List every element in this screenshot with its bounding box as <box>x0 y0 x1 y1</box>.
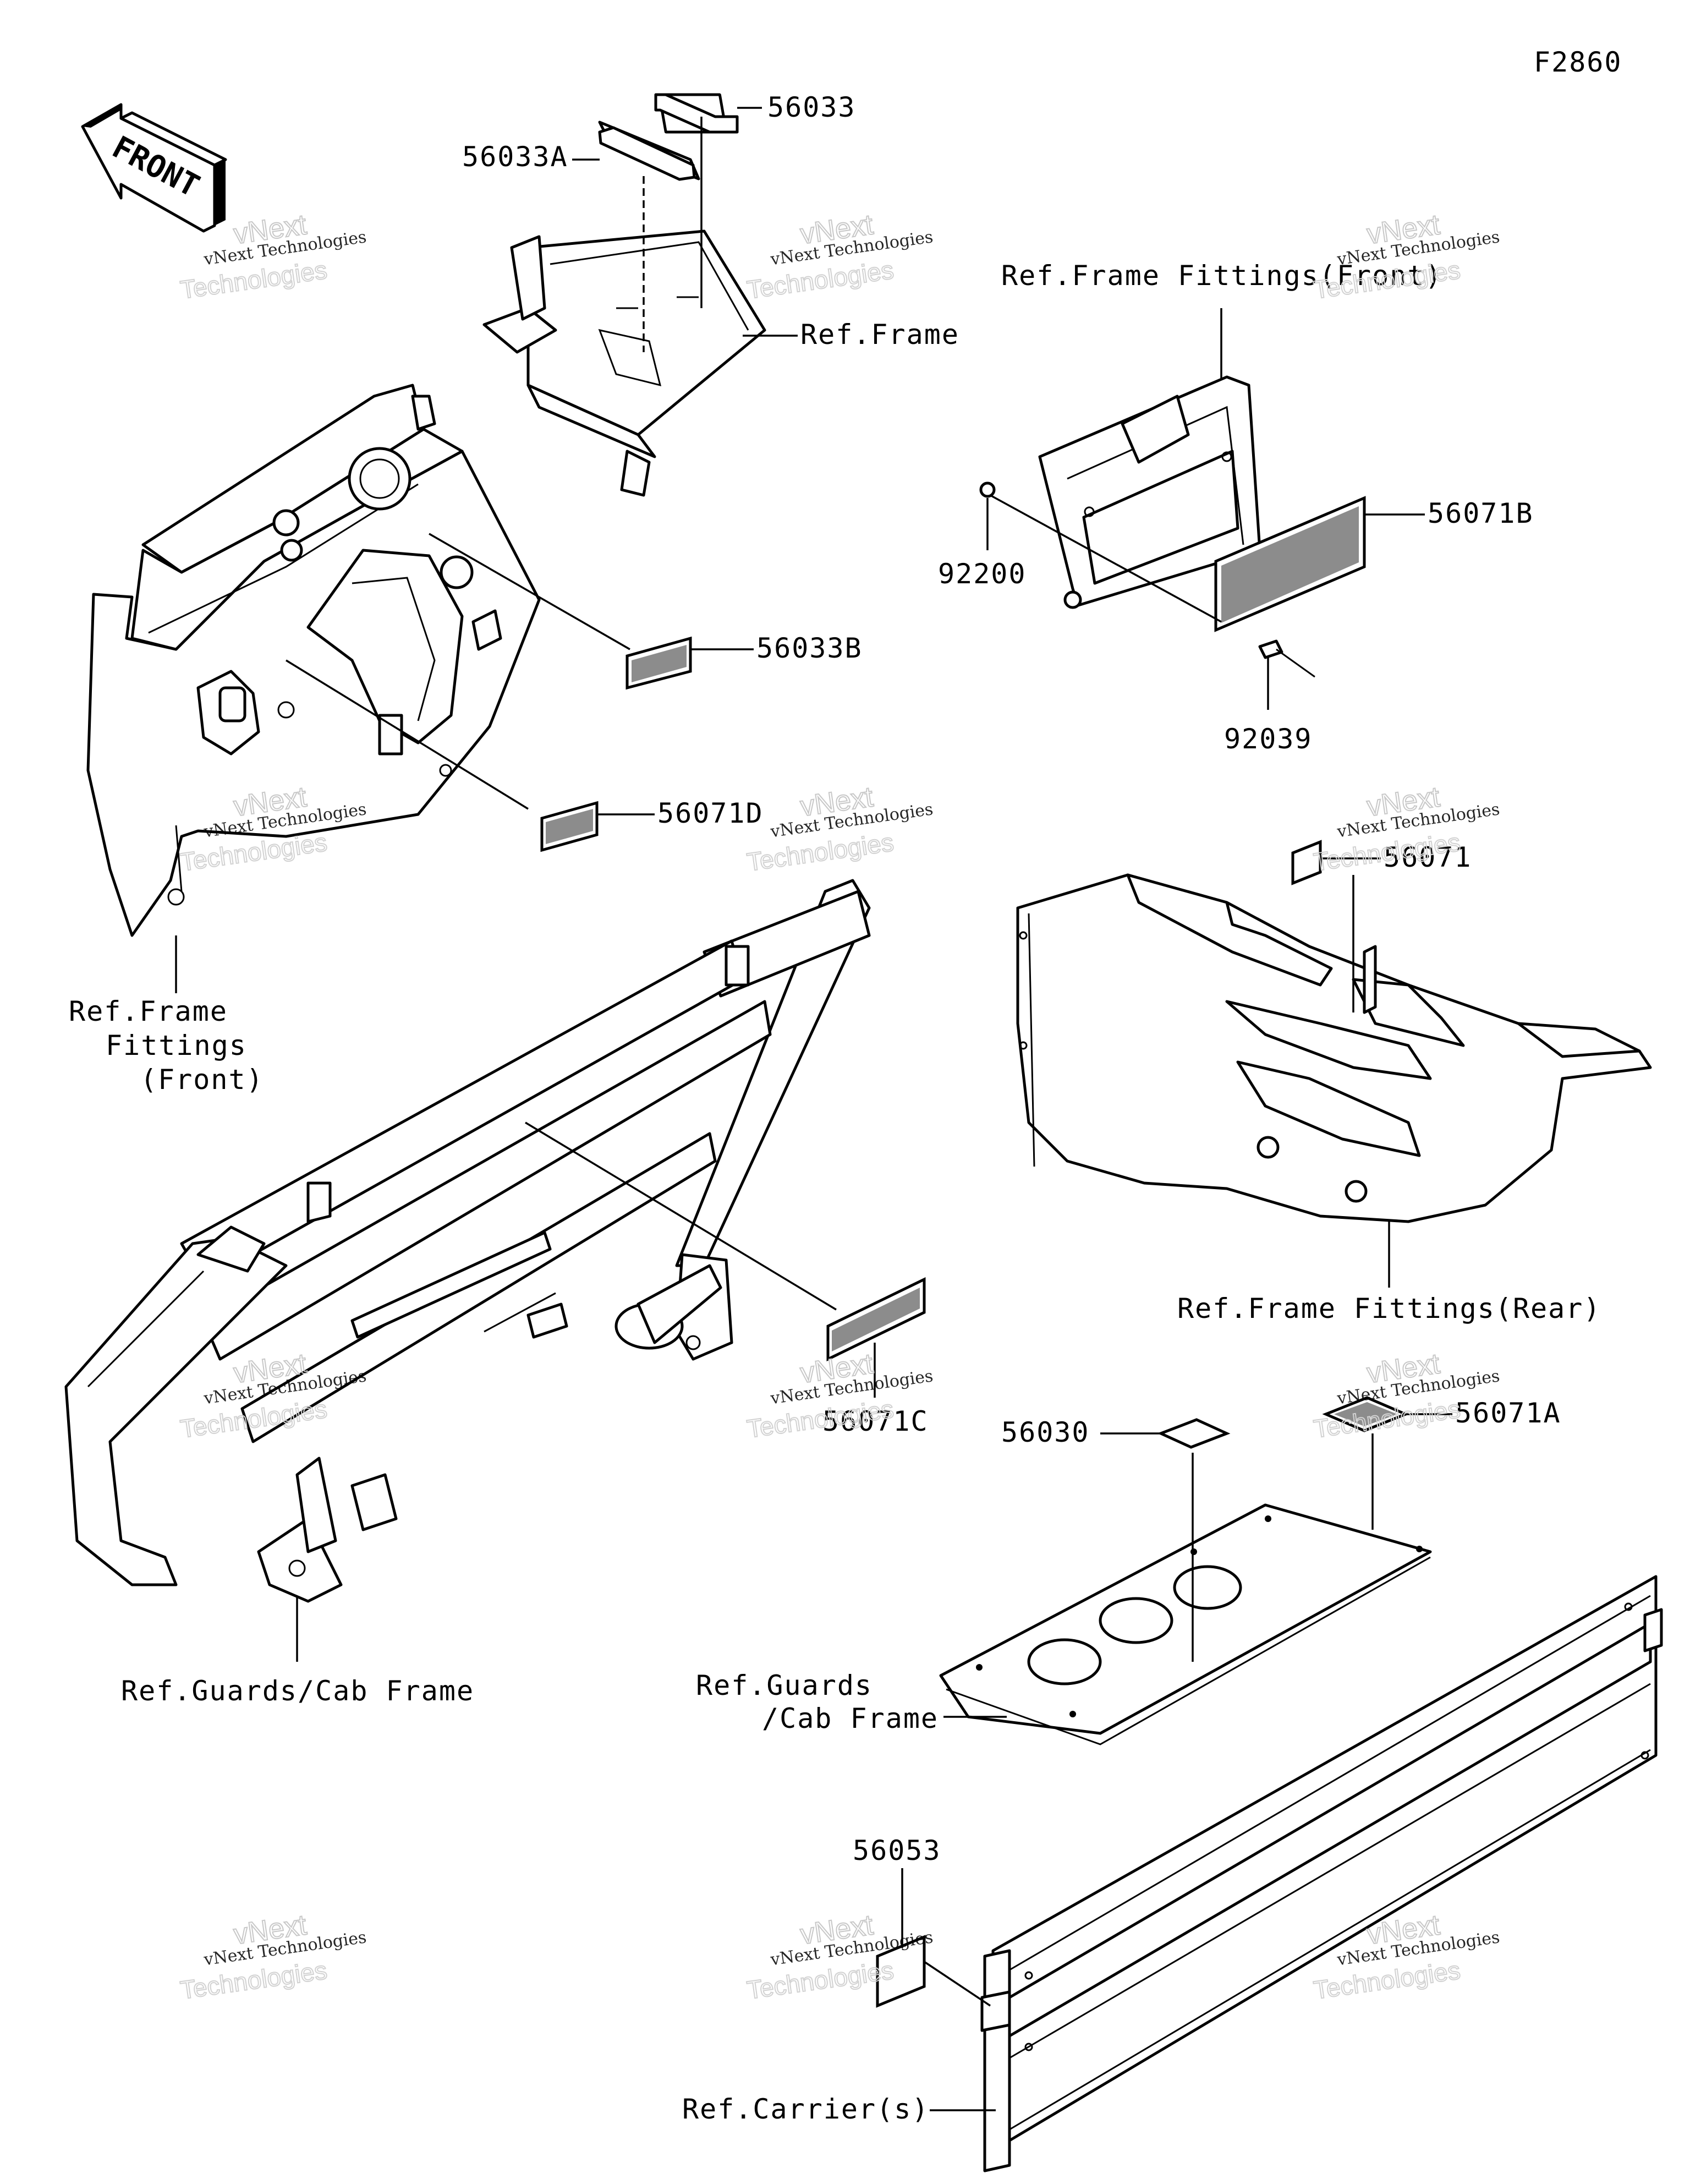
decal-56033A <box>598 126 696 181</box>
decal-56071C <box>826 1277 926 1361</box>
callout-56030: 56030 <box>1001 1416 1090 1448</box>
callout-56071C: 56071C <box>822 1405 929 1437</box>
svg-text:Technologies: Technologies <box>745 828 895 877</box>
figure-code: F2860 <box>1534 46 1622 78</box>
svg-text:Technologies: Technologies <box>1312 1956 1462 2005</box>
decal-56053 <box>876 1935 926 2008</box>
frame-fittings-front-panel <box>86 384 541 937</box>
watermark-5: vNext vNext Technologies Technologies <box>744 780 934 877</box>
ref-guards-cab-frame-right-l1: Ref.Guards <box>696 1670 873 1701</box>
svg-text:Technologies: Technologies <box>178 1956 328 2005</box>
callout-56033A: 56033A <box>462 141 568 173</box>
front-arrow-icon: FRONT <box>81 103 227 233</box>
callout-92039: 92039 <box>1224 723 1313 755</box>
decal-56033B <box>625 636 692 690</box>
ref-carriers: Ref.Carrier(s) <box>682 2093 929 2125</box>
watermark-6: vNext vNext Technologies Technologies <box>1311 780 1501 877</box>
decal-56071D <box>540 801 599 852</box>
svg-text:Technologies: Technologies <box>1312 1394 1462 1443</box>
decal-56071 <box>1291 840 1322 885</box>
ref-frame-fittings-front-l1: Ref.Frame <box>69 995 228 1027</box>
callout-56071B: 56071B <box>1428 497 1534 529</box>
watermark-10: vNext vNext Technologies Technologies <box>178 1908 367 2005</box>
svg-text:Technologies: Technologies <box>178 255 328 304</box>
callout-56033B: 56033B <box>756 632 863 664</box>
carrier-tailgate <box>980 1575 1663 2172</box>
callout-56071A: 56071A <box>1455 1397 1561 1429</box>
callout-56071: 56071 <box>1384 841 1472 873</box>
frame-fittings-front-right <box>1038 375 1261 609</box>
guards-cab-frame-right <box>939 1503 1432 1745</box>
callout-92200: 92200 <box>938 558 1027 590</box>
decal-56033 <box>654 93 739 134</box>
ref-frame-fittings-front-top: Ref.Frame Fittings(Front) <box>1001 260 1443 292</box>
guards-cab-frame-left <box>64 879 871 1603</box>
ref-frame: Ref.Frame <box>800 319 959 351</box>
watermark-2: vNext vNext Technologies Technologies <box>744 208 934 305</box>
ref-guards-cab-frame-left: Ref.Guards/Cab Frame <box>121 1675 474 1707</box>
nut-92200 <box>979 481 996 498</box>
watermark-3: vNext vNext Technologies Technologies <box>1311 208 1501 305</box>
ref-guards-cab-frame-right-l2: /Cab Frame <box>762 1703 939 1734</box>
callout-56033: 56033 <box>767 91 856 123</box>
callout-56071D: 56071D <box>657 797 764 829</box>
callout-56053: 56053 <box>853 1835 941 1866</box>
svg-text:Technologies: Technologies <box>745 255 895 304</box>
svg-text:Technologies: Technologies <box>745 1956 895 2005</box>
decal-56071B <box>1214 496 1366 632</box>
rivet-92039 <box>1258 639 1315 678</box>
frame-fittings-rear <box>1016 873 1652 1223</box>
ref-frame-fittings-front-l3: (Front) <box>140 1064 264 1096</box>
ref-frame-fittings-rear: Ref.Frame Fittings(Rear) <box>1177 1293 1601 1324</box>
decal-56030 <box>1157 1418 1231 1449</box>
ref-frame-fittings-front-l2: Fittings <box>106 1030 247 1061</box>
